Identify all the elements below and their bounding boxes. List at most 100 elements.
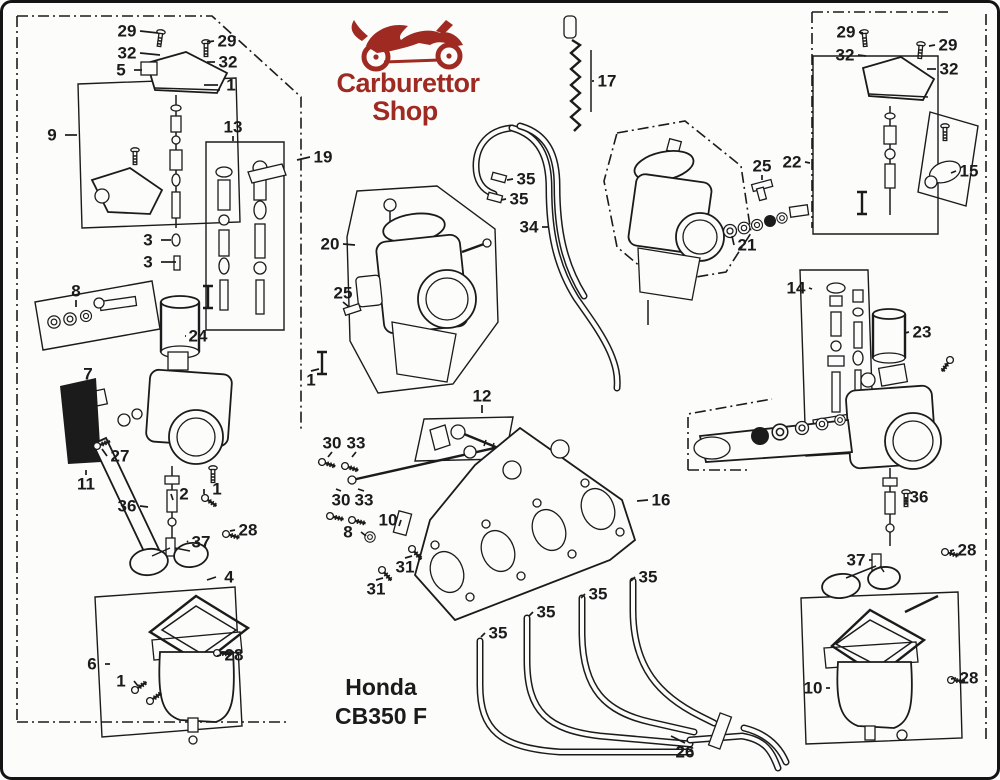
part-callout-37: 37 [847, 551, 872, 570]
svg-text:29: 29 [837, 23, 856, 42]
manifold-group [316, 424, 637, 622]
svg-text:31: 31 [367, 580, 386, 599]
part-callout-2: 2 [170, 485, 189, 504]
part-callout-29: 29 [928, 36, 957, 55]
part-callout-7: 7 [83, 365, 93, 390]
part-callout-19: 19 [296, 148, 333, 167]
part-callout-31: 31 [367, 577, 386, 599]
part-callout-28: 28 [216, 646, 244, 665]
part-callout-33: 33 [355, 488, 374, 510]
group-box-10 [800, 591, 963, 745]
svg-text:32: 32 [118, 44, 137, 63]
part-callout-28: 28 [949, 541, 977, 560]
part-callout-8: 8 [343, 523, 367, 542]
part-callout-16: 16 [636, 491, 671, 510]
brand-logo: Carburettor Shop [336, 20, 481, 126]
motorcycle-icon [351, 20, 463, 72]
svg-text:28: 28 [960, 669, 979, 688]
svg-text:30: 30 [323, 434, 342, 453]
caption-line1: Honda [345, 674, 417, 700]
part-callout-6: 6 [87, 655, 110, 674]
part-callout-1: 1 [203, 480, 222, 499]
svg-text:8: 8 [343, 523, 352, 542]
svg-text:16: 16 [652, 491, 671, 510]
svg-text:28: 28 [225, 646, 244, 665]
svg-text:33: 33 [355, 491, 374, 510]
svg-text:3: 3 [143, 253, 152, 272]
part-callout-9: 9 [47, 126, 77, 145]
center-carburetor-group [315, 198, 492, 383]
part-callout-10: 10 [804, 679, 830, 698]
part-callout-14: 14 [787, 279, 813, 298]
part-callout-35: 35 [630, 568, 658, 587]
svg-text:28: 28 [958, 541, 977, 560]
part-callout-32: 32 [118, 44, 161, 63]
part-callout-36: 36 [905, 488, 929, 507]
part-callout-33: 33 [347, 434, 366, 458]
part-callout-30: 30 [323, 434, 342, 458]
logo-line1: Carburettor [336, 68, 480, 98]
group-box-9 [77, 77, 241, 229]
part-callout-12: 12 [473, 387, 492, 413]
part-callout-25: 25 [753, 157, 772, 180]
svg-text:21: 21 [738, 236, 757, 255]
part-callout-1: 1 [204, 76, 236, 95]
svg-text:35: 35 [537, 603, 556, 622]
group-box-6 [94, 586, 243, 738]
svg-text:13: 13 [224, 118, 243, 137]
svg-text:32: 32 [940, 60, 959, 79]
svg-text:36: 36 [118, 497, 137, 516]
svg-text:22: 22 [783, 153, 802, 172]
svg-text:14: 14 [787, 279, 806, 298]
svg-text:35: 35 [489, 624, 508, 643]
part-callout-28: 28 [950, 669, 979, 688]
part-callout-25: 25 [334, 284, 352, 308]
part-callout-1: 1 [306, 368, 320, 390]
svg-text:36: 36 [910, 488, 929, 507]
group-box-15 [917, 111, 979, 207]
svg-text:5: 5 [116, 61, 125, 80]
svg-text:28: 28 [239, 521, 258, 540]
svg-text:35: 35 [589, 585, 608, 604]
svg-text:4: 4 [224, 568, 234, 587]
part-callout-5: 5 [116, 61, 142, 80]
svg-text:10: 10 [804, 679, 823, 698]
model-caption: Honda CB350 F [335, 674, 427, 729]
svg-text:1: 1 [306, 371, 315, 390]
part-callout-37: 37 [186, 533, 211, 552]
part-callout-27: 27 [101, 447, 129, 466]
vent-tube-group [476, 577, 790, 772]
svg-text:37: 37 [847, 551, 866, 570]
part-callout-3: 3 [143, 253, 176, 272]
part-callout-32: 32 [927, 60, 958, 79]
logo-line2: Shop [372, 96, 438, 126]
svg-text:37: 37 [192, 533, 211, 552]
svg-text:9: 9 [47, 126, 56, 145]
part-callout-35: 35 [480, 624, 508, 643]
part-callout-29: 29 [837, 23, 864, 42]
part-callout-29: 29 [118, 22, 159, 41]
left-carburetor-group [47, 28, 287, 745]
part-callout-26: 26 [670, 735, 694, 762]
caption-line2: CB350 F [335, 703, 427, 729]
svg-text:33: 33 [347, 434, 366, 453]
svg-text:24: 24 [189, 327, 208, 346]
group-box-20 [346, 185, 499, 394]
svg-text:25: 25 [753, 157, 772, 176]
part-callout-24: 24 [185, 327, 208, 346]
svg-text:10: 10 [379, 511, 398, 530]
svg-text:35: 35 [639, 568, 658, 587]
part-callout-21: 21 [731, 236, 757, 255]
svg-text:19: 19 [314, 148, 333, 167]
svg-text:29: 29 [218, 32, 237, 51]
part-callout-35: 35 [580, 585, 608, 604]
part-callout-32: 32 [836, 46, 867, 65]
svg-text:12: 12 [473, 387, 492, 406]
right-carburetor-group [693, 28, 967, 741]
svg-text:23: 23 [913, 323, 932, 342]
svg-text:30: 30 [332, 491, 351, 510]
svg-text:20: 20 [321, 235, 340, 254]
part-callout-34: 34 [520, 218, 549, 237]
